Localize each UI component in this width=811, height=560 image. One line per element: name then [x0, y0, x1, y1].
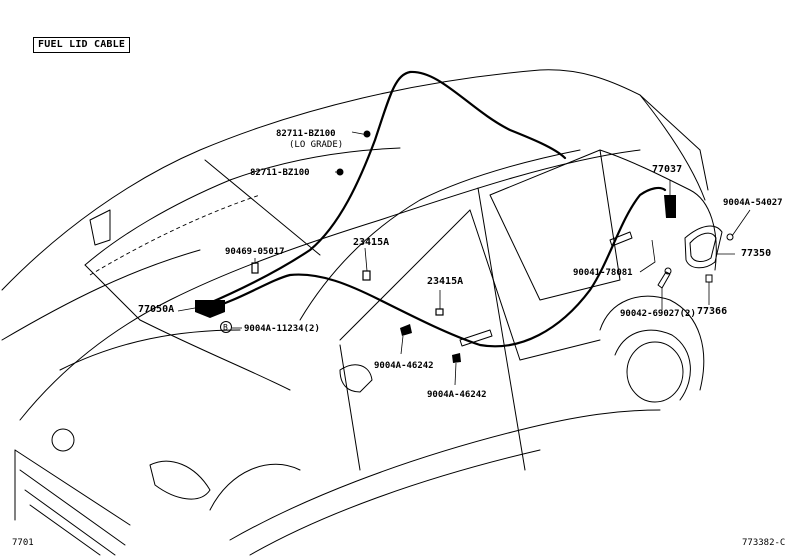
part-label-9004a-54027[interactable]: 9004A-54027 [723, 198, 783, 208]
part-label-90041[interactable]: 90041-78081 [573, 268, 633, 278]
part-label-82711-b[interactable]: 82711-BZ100 [250, 168, 310, 178]
part-label-90469[interactable]: 90469-05017 [225, 247, 285, 257]
reference-code-right: 773382-C [742, 538, 786, 548]
reference-code-left: 7701 [12, 538, 34, 548]
part-label-90042[interactable]: 90042-69027(2) [620, 309, 696, 319]
part-label-77050a[interactable]: 77050A [138, 304, 175, 315]
part-label-77037[interactable]: 77037 [652, 164, 683, 175]
circled-b-marker: B [223, 323, 228, 332]
part-note-lo-grade: (LO GRADE) [289, 140, 344, 150]
part-label-9004a-11234[interactable]: 9004A-11234(2) [244, 324, 320, 334]
part-label-77366[interactable]: 77366 [697, 306, 728, 317]
part-label-77350[interactable]: 77350 [741, 248, 772, 259]
part-label-9004a-46242-b[interactable]: 9004A-46242 [427, 390, 487, 400]
part-label-9004a-46242-a[interactable]: 9004A-46242 [374, 361, 434, 371]
part-label-82711-a[interactable]: 82711-BZ100 [276, 129, 336, 139]
part-label-23415a-upper[interactable]: 23415A [353, 237, 390, 248]
diagram-title: FUEL LID CABLE [33, 37, 131, 53]
part-label-23415a-lower[interactable]: 23415A [427, 276, 464, 287]
